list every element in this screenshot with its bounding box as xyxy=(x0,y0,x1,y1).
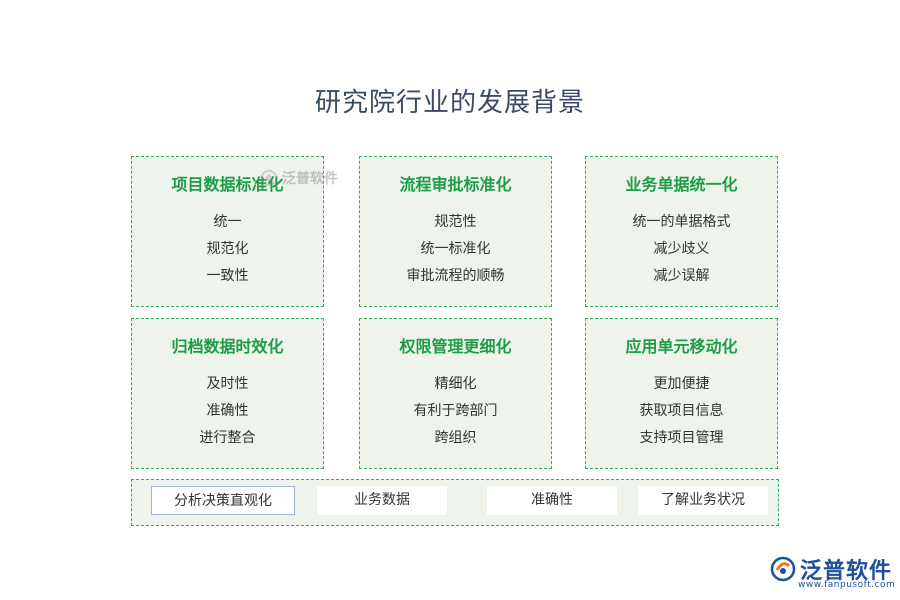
card-item: 减少误解 xyxy=(653,268,710,284)
card-heading: 归档数据时效化 xyxy=(171,337,284,356)
card-approval-process: 流程审批标准化 规范性 统一标准化 审批流程的顺畅 xyxy=(359,156,552,307)
page-title: 研究院行业的发展背景 xyxy=(314,88,585,118)
watermark-text: 泛普软件 xyxy=(282,171,338,187)
logo-url: www.fanpusoft.com xyxy=(798,580,896,590)
watermark: 泛普软件 xyxy=(260,168,338,188)
chip-decision-analysis: 分析决策直观化 xyxy=(151,486,295,515)
card-item: 准确性 xyxy=(206,403,249,419)
card-item: 规范化 xyxy=(206,241,249,257)
card-heading: 应用单元移动化 xyxy=(625,337,738,356)
card-heading: 权限管理更细化 xyxy=(399,337,512,356)
fanpu-logo-icon xyxy=(260,169,278,187)
chip-business-data: 业务数据 xyxy=(317,486,447,515)
card-item: 一致性 xyxy=(206,268,249,284)
card-item: 支持项目管理 xyxy=(639,430,724,446)
card-archive-data: 归档数据时效化 及时性 准确性 进行整合 xyxy=(131,318,324,469)
card-item: 统一标准化 xyxy=(420,241,491,257)
card-permission-management: 权限管理更细化 精细化 有利于跨部门 跨组织 xyxy=(359,318,552,469)
card-item: 减少歧义 xyxy=(653,241,710,257)
card-business-documents: 业务单据统一化 统一的单据格式 减少歧义 减少误解 xyxy=(585,156,778,307)
card-heading: 项目数据标准化 xyxy=(171,175,284,194)
card-item: 统一的单据格式 xyxy=(632,214,731,230)
card-item: 有利于跨部门 xyxy=(413,403,498,419)
card-item: 规范性 xyxy=(434,214,477,230)
chip-accuracy: 准确性 xyxy=(487,486,617,515)
card-item: 更加便捷 xyxy=(653,376,710,392)
card-heading: 流程审批标准化 xyxy=(399,175,512,194)
card-heading: 业务单据统一化 xyxy=(625,175,738,194)
card-item: 进行整合 xyxy=(199,430,256,446)
card-project-data: 项目数据标准化 统一 规范化 一致性 xyxy=(131,156,324,307)
card-item: 审批流程的顺畅 xyxy=(406,268,505,284)
card-item: 统一 xyxy=(213,214,242,230)
card-mobile-application: 应用单元移动化 更加便捷 获取项目信息 支持项目管理 xyxy=(585,318,778,469)
card-item: 获取项目信息 xyxy=(639,403,724,419)
bottom-summary-bar: 分析决策直观化 业务数据 准确性 了解业务状况 xyxy=(131,479,779,526)
chip-business-status: 了解业务状况 xyxy=(638,486,768,515)
brand-logo: 泛普软件 www.fanpusoft.com xyxy=(770,553,895,590)
card-item: 跨组织 xyxy=(434,430,477,446)
fanpu-logo-icon xyxy=(770,556,796,582)
logo-text: 泛普软件 xyxy=(800,559,893,584)
card-item: 及时性 xyxy=(206,376,249,392)
card-item: 精细化 xyxy=(434,376,477,392)
